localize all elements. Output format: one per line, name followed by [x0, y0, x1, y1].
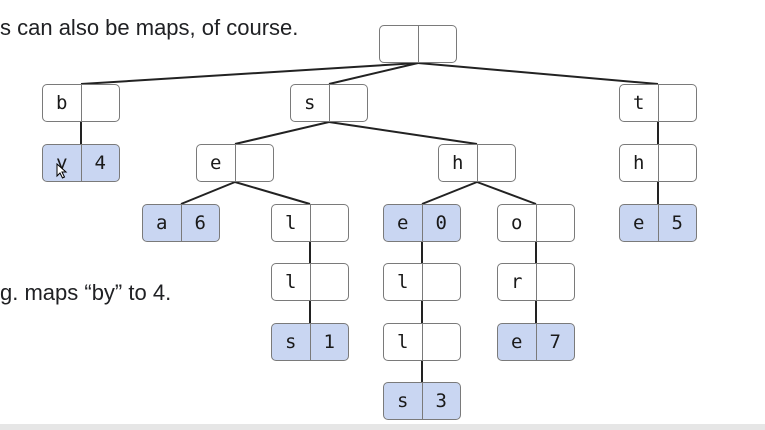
trie-node-b: b	[42, 84, 120, 122]
node-value	[477, 144, 516, 182]
caption-top: s can also be maps, of course.	[0, 15, 299, 40]
node-key: s	[383, 382, 423, 420]
node-value: 0	[422, 204, 461, 242]
edge-h-o	[476, 181, 537, 205]
trie-node-sh: h	[438, 144, 516, 182]
trie-node-th: h	[619, 144, 697, 182]
node-key: o	[497, 204, 537, 242]
node-key: s	[290, 84, 330, 122]
node-key: t	[619, 84, 659, 122]
trie-node-sho: o	[497, 204, 575, 242]
trie-node-s: s	[290, 84, 368, 122]
node-key: s	[271, 323, 311, 361]
node-value: 1	[310, 323, 349, 361]
trie-node-t: t	[619, 84, 697, 122]
node-value	[422, 323, 461, 361]
trie-node-se: e	[196, 144, 274, 182]
node-value	[329, 84, 368, 122]
node-value	[422, 263, 461, 301]
node-key: l	[271, 204, 311, 242]
trie-node-shell: l	[383, 323, 461, 361]
node-value	[310, 204, 349, 242]
node-value: 5	[658, 204, 697, 242]
mouse-cursor-icon	[56, 163, 68, 179]
trie-node-by: y 4	[42, 144, 120, 182]
node-key: b	[42, 84, 82, 122]
node-value	[658, 144, 697, 182]
edge-e-a	[180, 181, 236, 205]
trie-node-sel: l	[271, 204, 349, 242]
node-value	[235, 144, 274, 182]
node-value: 3	[422, 382, 461, 420]
node-key: e	[497, 323, 537, 361]
node-value	[81, 84, 120, 122]
trie-node-shor: r	[497, 263, 575, 301]
trie-node-sell: l	[271, 263, 349, 301]
node-value: 6	[181, 204, 220, 242]
node-key	[379, 25, 419, 63]
trie-node-root	[379, 25, 457, 63]
node-key: h	[438, 144, 478, 182]
node-key: h	[619, 144, 659, 182]
trie-node-sea: a 6	[142, 204, 220, 242]
node-key: l	[383, 263, 423, 301]
node-key: l	[271, 263, 311, 301]
node-value	[536, 263, 575, 301]
node-value	[418, 25, 457, 63]
cut-off-text-line	[0, 424, 765, 430]
node-value	[536, 204, 575, 242]
node-key: e	[619, 204, 659, 242]
node-key: a	[142, 204, 182, 242]
edge-root-s	[328, 62, 419, 85]
trie-node-shel: l	[383, 263, 461, 301]
node-key: l	[383, 323, 423, 361]
edge-e-l	[234, 181, 311, 205]
node-key: e	[383, 204, 423, 242]
trie-node-shells: s 3	[383, 382, 461, 420]
edge-root-t	[417, 62, 659, 85]
node-value: 7	[536, 323, 575, 361]
trie-node-sells: s 1	[271, 323, 349, 361]
trie-node-the: e 5	[619, 204, 697, 242]
trie-node-she: e 0	[383, 204, 461, 242]
node-value	[310, 263, 349, 301]
edge-s-h	[328, 121, 478, 145]
node-value: 4	[81, 144, 120, 182]
node-key: e	[196, 144, 236, 182]
edge-s-e	[234, 121, 330, 145]
node-value	[658, 84, 697, 122]
trie-node-shore: e 7	[497, 323, 575, 361]
edge-h-e	[421, 181, 478, 205]
caption-middle: g. maps “by” to 4.	[0, 280, 172, 305]
node-key: r	[497, 263, 537, 301]
edge-root-b	[80, 62, 419, 85]
